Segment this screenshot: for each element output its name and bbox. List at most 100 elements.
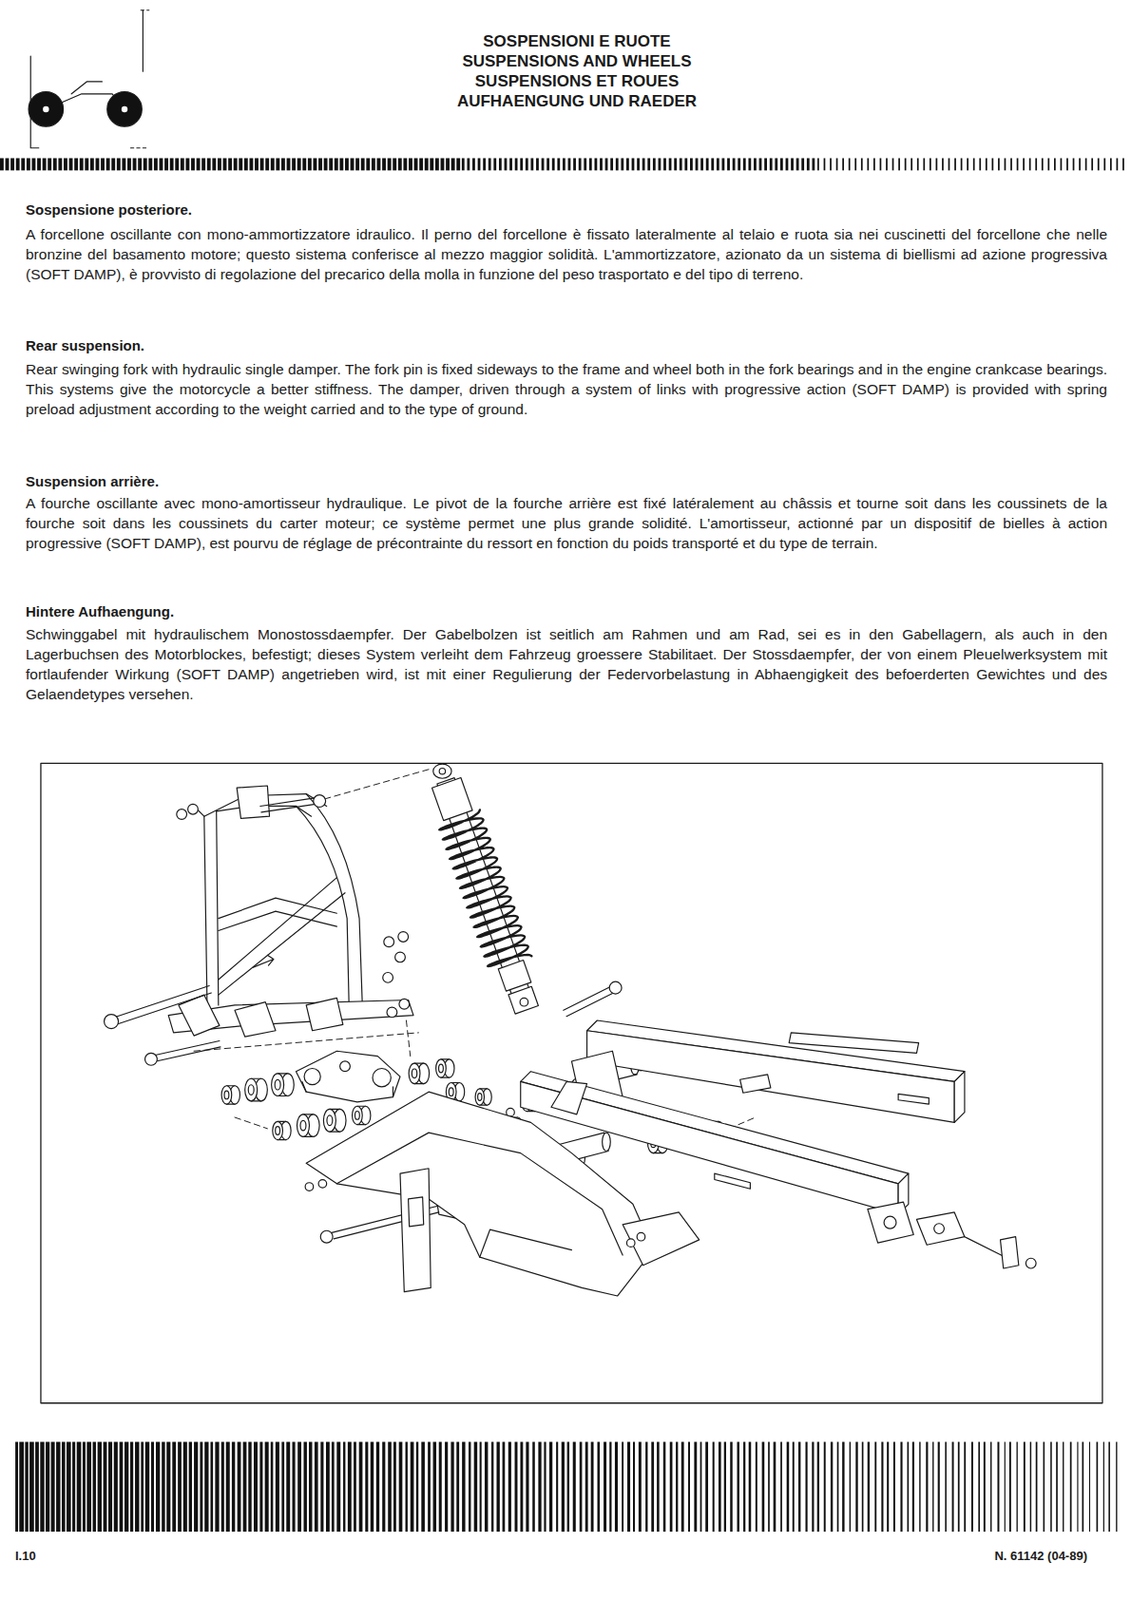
barcode-bar [387,1442,392,1534]
barcode-bar [983,1442,986,1534]
bushing-face [475,1089,484,1106]
rule-bar [978,157,981,171]
rule-bar [398,157,403,171]
rule-bar [836,157,839,171]
rule-bar [456,157,461,171]
rule-bar [211,157,216,171]
barcode-bar [114,1442,118,1534]
clevis-hole [519,997,529,1007]
barcode-bar [259,1442,263,1534]
link-hole [372,1068,391,1087]
rule-bar [451,157,456,171]
barcode-bar [900,1442,902,1534]
rule-bar [948,157,951,171]
illustration [0,10,1125,1533]
barcode-bar [724,1442,727,1534]
barcode-bar [990,1442,992,1534]
barcode-bar [773,1442,777,1534]
barcode-bar [748,1442,752,1534]
rule-bar [642,157,646,171]
rule-bar [941,157,944,171]
bushing-face [323,1109,336,1132]
rule-bar [217,157,222,171]
rule-bar [759,157,763,171]
barcode-bar [56,1442,60,1534]
bolt [114,985,211,1025]
rule-bar [1004,157,1007,171]
barcode-bar [645,1442,648,1534]
rule-bar [1078,157,1081,171]
rule-bar [90,157,95,171]
damper-eye [433,764,452,779]
rule-bar [910,157,913,171]
barcode-bar [140,1442,144,1534]
barcode-bar [416,1442,419,1534]
rule-bar [334,157,339,171]
rule-bar [153,157,158,171]
rule-bar [53,157,58,171]
rule-bar [424,157,429,171]
barcode-bar [189,1442,192,1534]
rule-bar [1097,157,1100,171]
damper-clevis [508,986,538,1015]
rule-bar [361,157,365,171]
barcode-bar [712,1442,715,1534]
rule-bar [137,157,142,171]
barcode-bar [675,1442,678,1534]
barcode-bar [270,1442,274,1534]
frame-bracket [236,785,269,819]
section-title: SUSPENSIONS AND WHEELS [291,51,863,72]
barcode-bar [353,1442,357,1534]
rule-bar [599,157,603,171]
rule-bar [95,157,100,171]
chain-slider [788,1033,919,1054]
barcode-bar [925,1442,928,1534]
adjuster-block [916,1212,964,1246]
rule-bar [265,157,269,171]
rule-bar [898,157,901,171]
barcode-bar [736,1442,739,1534]
rule-bar [1041,157,1044,171]
rule-bar [328,157,333,171]
barcode-bar [253,1442,258,1534]
bushing-face [352,1106,364,1125]
footer-barcode [15,1442,1117,1534]
rule-bar [541,157,545,171]
barcode-bar [638,1442,642,1534]
sleeve-end [602,1132,612,1151]
rule-bar [929,157,932,171]
barcode-bar [24,1442,28,1534]
barcode-bar [938,1442,940,1534]
barcode-bar [172,1442,176,1534]
barcode-bar [874,1442,877,1534]
rule-bar [429,157,434,171]
barcode-bar [314,1442,319,1534]
barcode-bar [830,1442,833,1534]
rule-bar [690,157,693,171]
bushing [296,1114,320,1138]
barcode-bar [439,1442,442,1534]
rule-bar [1035,157,1037,171]
bushing [436,1059,455,1078]
rule-bar [313,157,318,171]
rule-bar [270,157,275,171]
barcode-bar [718,1442,722,1534]
barcode-bar [359,1442,364,1534]
barcode-bar [729,1442,732,1534]
icon-hub [121,106,128,113]
frame-brace [218,898,338,931]
bolt [563,987,614,1017]
barcode-bar [627,1442,631,1534]
barcode-bar [1070,1442,1073,1534]
barcode-bar [944,1442,947,1534]
rule-bar [164,157,169,171]
rule-bar [191,157,195,171]
rule-bar [69,157,74,171]
barcode-bar [265,1442,269,1534]
bushing-hole [439,1064,444,1074]
barcode-bar [86,1442,92,1534]
screw [305,1183,314,1192]
rule-bar [47,157,52,171]
nut [176,809,188,821]
barcode-bar [591,1442,595,1534]
